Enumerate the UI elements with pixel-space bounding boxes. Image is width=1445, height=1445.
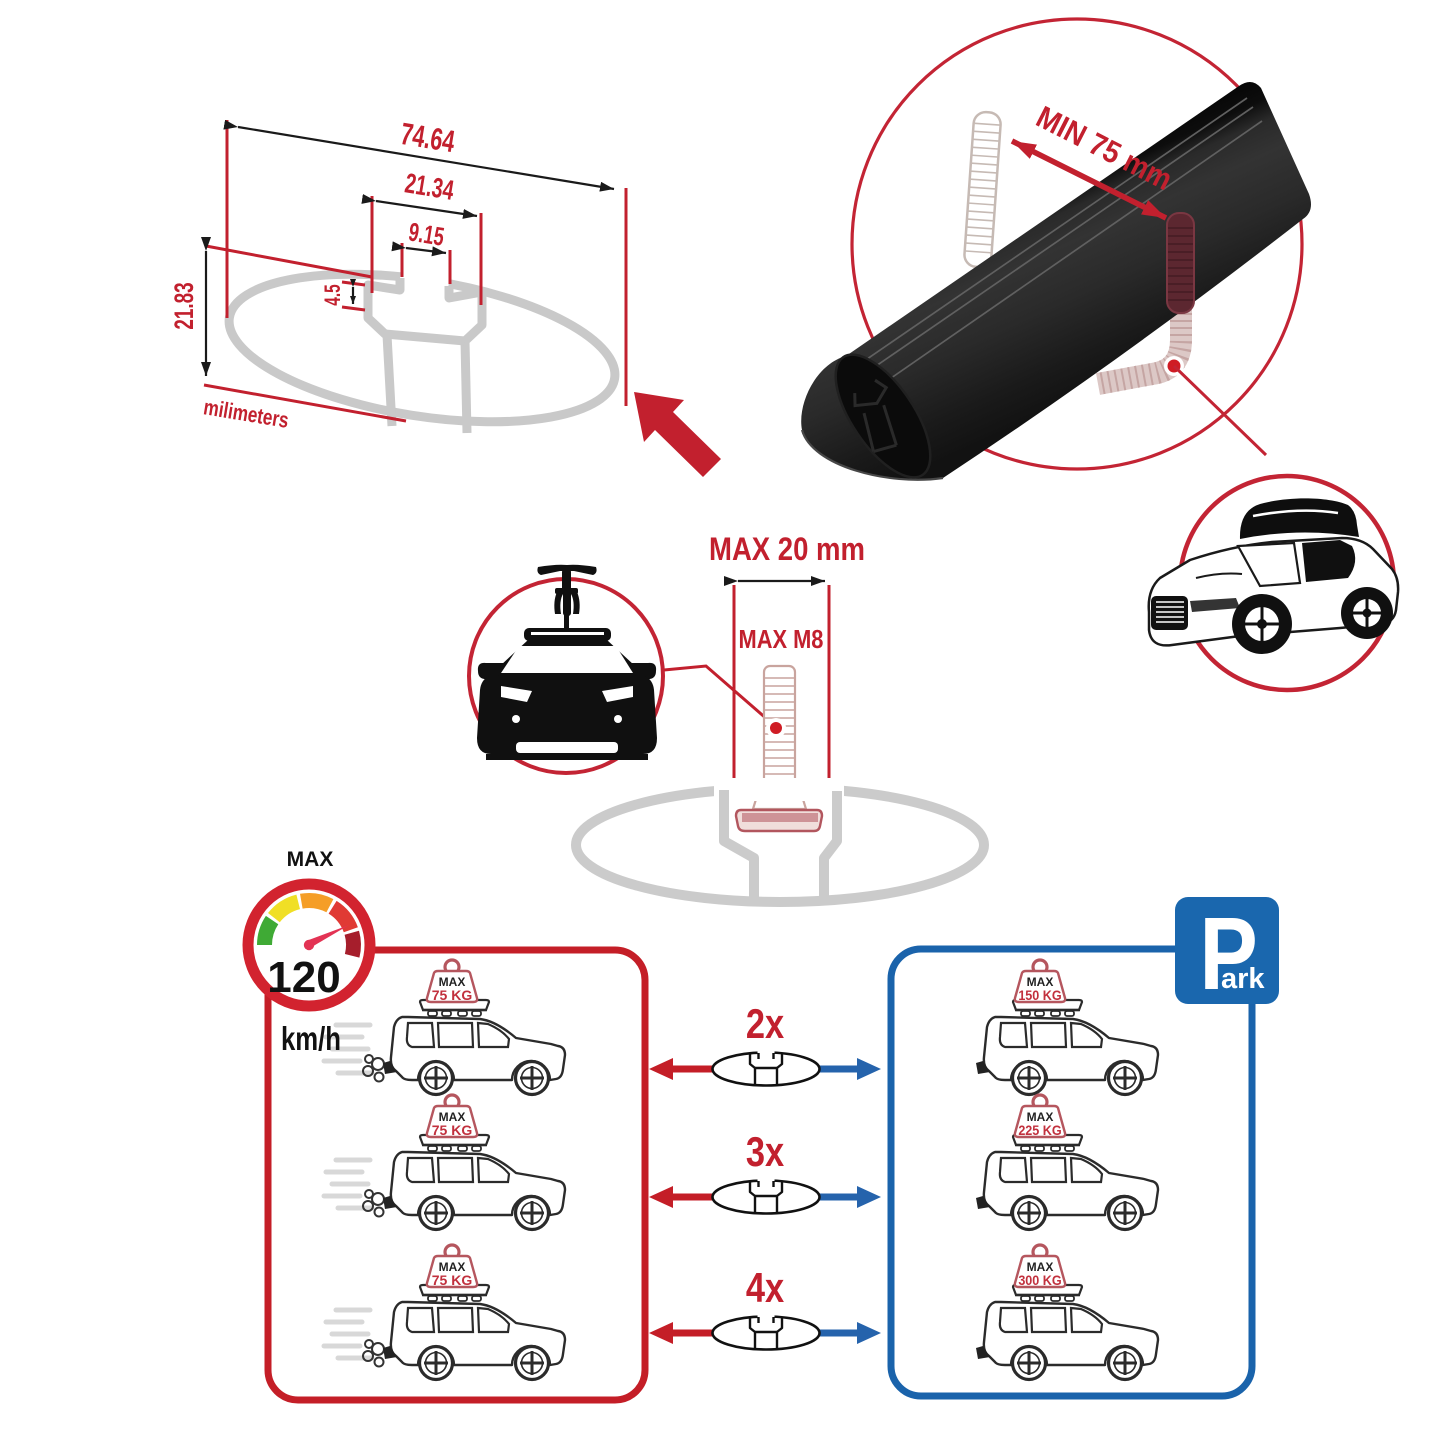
svg-text:4x: 4x xyxy=(746,1265,785,1312)
svg-text:MAX: MAX xyxy=(1027,1110,1054,1124)
svg-text:MAX: MAX xyxy=(1027,975,1054,989)
svg-text:75 KG: 75 KG xyxy=(432,1122,473,1138)
svg-text:km/h: km/h xyxy=(281,1021,341,1058)
svg-text:150 KG: 150 KG xyxy=(1018,987,1061,1003)
svg-text:MAX M8: MAX M8 xyxy=(739,625,824,654)
svg-text:MAX: MAX xyxy=(1027,1260,1054,1274)
svg-text:MAX: MAX xyxy=(439,1110,466,1124)
svg-text:74.64: 74.64 xyxy=(398,116,457,159)
svg-text:P: P xyxy=(1199,896,1257,1011)
svg-text:ark: ark xyxy=(1221,963,1265,995)
svg-text:2x: 2x xyxy=(746,1001,785,1048)
svg-text:75 KG: 75 KG xyxy=(432,1272,473,1288)
svg-text:9.15: 9.15 xyxy=(407,217,447,251)
svg-text:4.5: 4.5 xyxy=(321,284,345,306)
svg-text:MAX 20 mm: MAX 20 mm xyxy=(709,532,865,567)
svg-text:120: 120 xyxy=(267,953,340,1002)
svg-text:MAX: MAX xyxy=(439,975,466,989)
svg-text:MAX: MAX xyxy=(287,848,334,871)
svg-text:75 KG: 75 KG xyxy=(432,987,473,1003)
svg-text:300 KG: 300 KG xyxy=(1018,1272,1061,1288)
svg-text:3x: 3x xyxy=(746,1129,785,1176)
svg-text:225 KG: 225 KG xyxy=(1018,1122,1061,1138)
svg-text:21.83: 21.83 xyxy=(169,282,199,329)
svg-text:MAX: MAX xyxy=(439,1260,466,1274)
